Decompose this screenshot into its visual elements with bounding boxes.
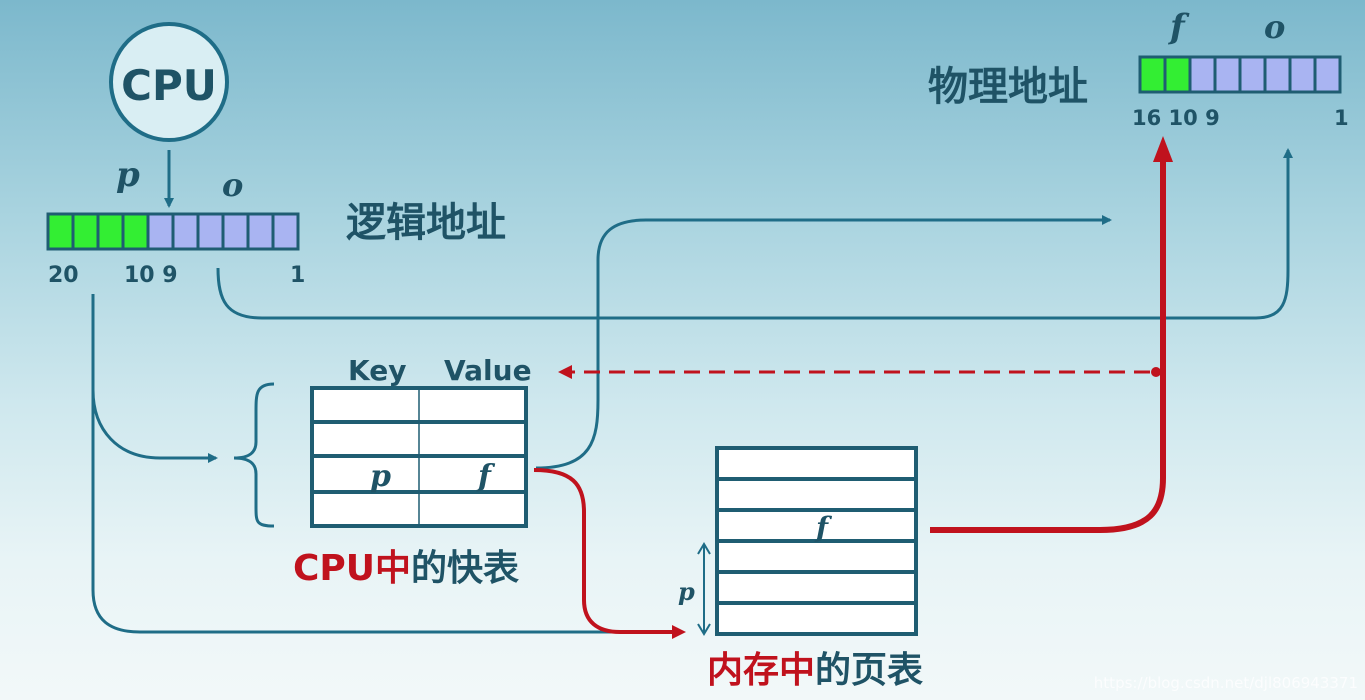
page-table-caption-red: 内存中 [707, 650, 815, 691]
tlb-hit-line [535, 215, 1112, 470]
watermark: https://blog.csdn.net/djl806943371 [1094, 674, 1358, 692]
tlb-key-header: Key [348, 354, 406, 387]
logical-bit-label-mid: 10 9 [124, 263, 178, 288]
pagetable-to-frame-line [930, 136, 1173, 533]
logical-offset-bit [171, 212, 200, 251]
logical-offset-field-label: o [222, 166, 243, 204]
logical-offset-bit [146, 212, 175, 251]
physical-offset-bit [1263, 55, 1292, 94]
tlb-table [310, 386, 528, 528]
page-index-arrow-up [697, 542, 711, 555]
page-table-caption: 内存中的页表 [707, 650, 923, 691]
page-index-arrow-down [697, 623, 711, 636]
physical-bit-label-high: 16 10 9 [1132, 106, 1220, 130]
logical-address-label: 逻辑地址 [346, 200, 506, 246]
cpu-label: CPU [121, 61, 217, 110]
cpu-node: CPU [109, 22, 229, 142]
logical-offset-bit [246, 212, 275, 251]
cpu-circle [109, 22, 229, 142]
tlb-miss-line [533, 468, 686, 639]
physical-offset-field-label: o [1264, 8, 1285, 46]
logical-offset-bit [196, 212, 225, 251]
logical-bit-label-high: 20 [48, 263, 79, 288]
page-table-caption-rest: 的页表 [815, 650, 923, 691]
tlb-caption: CPU中的快表 [293, 548, 519, 589]
logical-page-bit [46, 212, 75, 251]
logical-page-field-label: p [116, 155, 140, 195]
logical-page-bit [71, 212, 100, 251]
offset-passthrough-line [216, 148, 1293, 320]
logical-offset-bit [271, 212, 300, 251]
physical-address-label: 物理地址 [928, 64, 1088, 110]
physical-offset-bit [1313, 55, 1342, 94]
tlb-update-origin [1151, 367, 1161, 377]
physical-bit-label-low: 1 [1334, 106, 1349, 130]
logical-offset-bit [221, 212, 250, 251]
logical-bit-label-low: 1 [290, 263, 305, 288]
page-table [715, 446, 918, 636]
tlb-caption-red: CPU中 [293, 548, 411, 589]
physical-frame-field-label: f [1168, 7, 1190, 47]
physical-address-register [1138, 55, 1342, 94]
physical-frame-bit [1138, 55, 1167, 94]
physical-offset-bit [1213, 55, 1242, 94]
tlb-row-key: p [370, 459, 391, 494]
physical-offset-bit [1288, 55, 1317, 94]
logical-page-bit [121, 212, 150, 251]
page-to-tlb-line [91, 294, 218, 463]
page-to-pagetable-line [91, 390, 682, 637]
logical-page-bit [96, 212, 125, 251]
physical-offset-bit [1238, 55, 1267, 94]
tlb-caption-rest: 的快表 [411, 548, 519, 589]
tlb-brace [233, 382, 275, 528]
physical-offset-bit [1188, 55, 1217, 94]
physical-frame-bit [1163, 55, 1192, 94]
page-table-index: p [678, 577, 695, 606]
tlb-value-header: Value [444, 354, 532, 387]
logical-address-register [46, 212, 300, 251]
